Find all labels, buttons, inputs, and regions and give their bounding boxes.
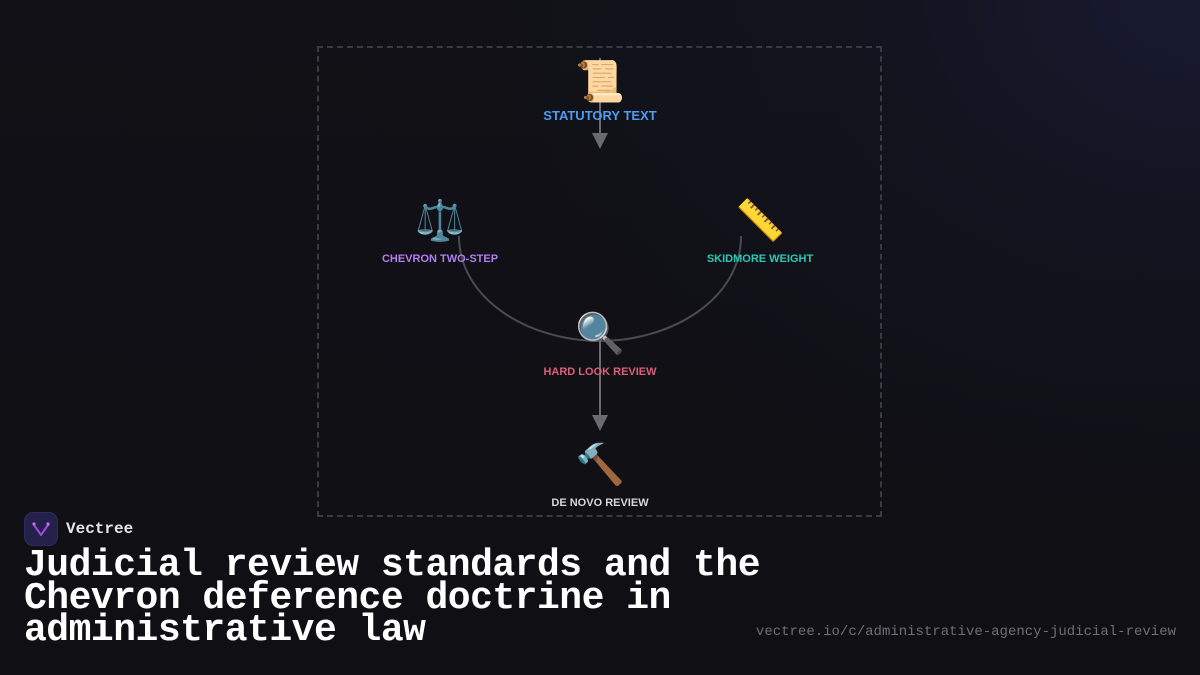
page-title: Judicial review standards and the Chevro… (24, 544, 761, 652)
hammer-icon: 🔨 (575, 442, 625, 488)
node-label: CHEVRON TWO-STEP (381, 253, 499, 265)
brand: Vectree (24, 512, 133, 546)
page-url[interactable]: vectree.io/c/administrative-agency-judic… (755, 624, 1176, 640)
magnifying-glass-icon: 🔍 (575, 311, 625, 357)
node-skidmore-weight[interactable]: 📏 SKIDMORE WEIGHT (707, 199, 813, 265)
ruler-icon: 📏 (735, 198, 785, 244)
node-chevron-two-step[interactable]: ⚖️ CHEVRON TWO-STEP (382, 199, 498, 265)
balance-scale-icon: ⚖️ (415, 198, 465, 244)
node-label: SKIDMORE WEIGHT (706, 253, 814, 265)
brand-name: Vectree (66, 520, 134, 538)
arrowhead-icon (592, 415, 608, 431)
vectree-logo-icon (24, 512, 58, 546)
diagram-frame (317, 46, 882, 517)
node-label: DE NOVO REVIEW (551, 497, 649, 509)
node-label: HARD LOOK REVIEW (543, 366, 657, 378)
node-de-novo-review[interactable]: 🔨 DE NOVO REVIEW (551, 443, 648, 509)
node-label: STATUTORY TEXT (543, 108, 657, 123)
arrowhead-icon (592, 133, 608, 149)
node-statutory-text[interactable]: 📜 STATUTORY TEXT (543, 60, 656, 123)
node-hard-look-review[interactable]: 🔍 HARD LOOK REVIEW (543, 312, 656, 378)
scroll-icon: 📜 (575, 59, 625, 105)
